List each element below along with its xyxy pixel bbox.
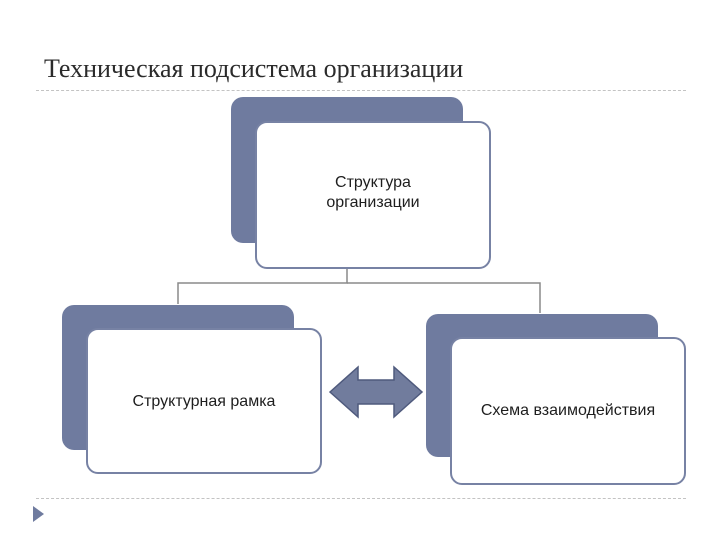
next-slide-arrow-icon[interactable] — [33, 506, 44, 522]
bidirectional-arrow-icon — [328, 365, 424, 419]
card-left-label: Структурная рамка — [132, 393, 276, 410]
card-right-label: Схема взаимодействия — [480, 402, 656, 419]
card-left-face — [86, 328, 322, 474]
card-root-face — [255, 121, 491, 269]
card-right-face — [450, 337, 686, 485]
connector-root-right — [347, 282, 541, 313]
title-divider — [36, 90, 686, 91]
card-root-label: Структура организации — [326, 174, 420, 211]
footer-divider — [36, 498, 686, 499]
slide-title: Техническая подсистема организации — [44, 54, 464, 83]
